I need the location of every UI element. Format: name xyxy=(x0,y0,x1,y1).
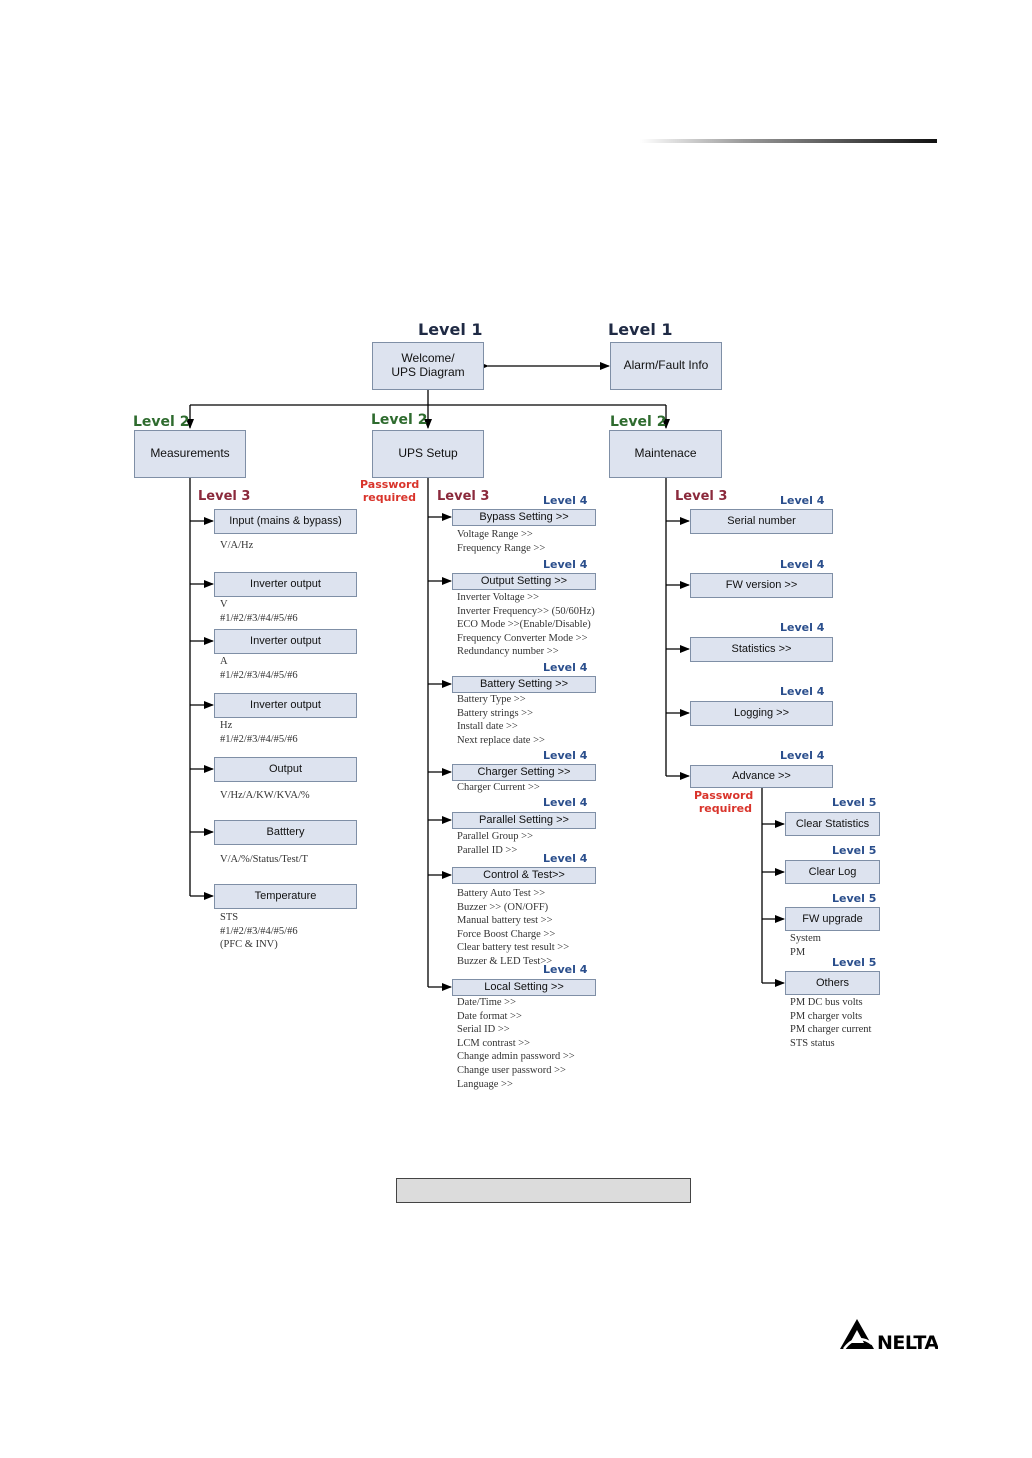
level-label: Level 2 xyxy=(371,412,428,428)
measurement-notes: V/Hz/A/KW/KVA/% xyxy=(220,790,310,801)
welcome-ups-diagram-box[interactable]: Welcome/ UPS Diagram xyxy=(372,342,484,390)
setup-notes: Parallel Group >>Parallel ID >> xyxy=(457,831,533,856)
setup-item-box[interactable]: Local Setting >> xyxy=(452,979,596,996)
setup-item-box[interactable]: Control & Test>> xyxy=(452,867,596,884)
alarm-fault-info-box[interactable]: Alarm/Fault Info xyxy=(610,342,722,390)
setup-item-box[interactable]: Battery Setting >> xyxy=(452,676,596,693)
level-label: Level 2 xyxy=(610,414,667,430)
figure-caption-box xyxy=(396,1178,691,1203)
setup-notes: Charger Current >> xyxy=(457,782,540,793)
measurements-box[interactable]: Measurements xyxy=(134,430,246,478)
advance-item-box[interactable]: Others xyxy=(785,971,880,995)
maintenance-box[interactable]: Maintenace xyxy=(609,430,722,478)
level-label: Level 4 xyxy=(780,621,825,634)
setup-item-box[interactable]: Bypass Setting >> xyxy=(452,509,596,526)
level-label: Level 4 xyxy=(780,558,825,571)
measurement-item-box[interactable]: Output xyxy=(214,757,357,782)
measurement-notes: V#1/#2/#3/#4/#5/#6 xyxy=(220,599,298,624)
ups-setup-box[interactable]: UPS Setup xyxy=(372,430,484,478)
password-required-note: Password required xyxy=(694,789,754,815)
level-label: Level 4 xyxy=(780,749,825,762)
level-label: Level 4 xyxy=(543,749,588,762)
delta-triangle-icon xyxy=(840,1319,874,1349)
setup-notes: Battery Auto Test >>Buzzer >> (ON/OFF)Ma… xyxy=(457,888,570,967)
level-label: Level 4 xyxy=(543,661,588,674)
delta-brand-text: NELTA xyxy=(877,1332,938,1352)
level-label: Level 4 xyxy=(543,963,588,976)
measurement-item-box[interactable]: Input (mains & bypass) xyxy=(214,509,357,534)
maintenance-item-box[interactable]: Serial number xyxy=(690,509,833,534)
measurement-item-box[interactable]: Inverter output xyxy=(214,629,357,654)
level-label: Level 5 xyxy=(832,956,877,969)
level-label: Level 3 xyxy=(198,489,251,504)
measurement-item-box[interactable]: Temperature xyxy=(214,884,357,909)
delta-logo: NELTA xyxy=(840,1319,938,1352)
maintenance-item-box[interactable]: Logging >> xyxy=(690,701,833,726)
measurement-notes: Hz#1/#2/#3/#4/#5/#6 xyxy=(220,720,298,745)
level-label: Level 5 xyxy=(832,796,877,809)
measurement-notes: STS#1/#2/#3/#4/#5/#6(PFC & INV) xyxy=(220,912,298,951)
advance-item-box[interactable]: FW upgrade xyxy=(785,907,880,931)
header-rule xyxy=(640,139,937,143)
level-label: Level 2 xyxy=(133,414,190,430)
setup-item-box[interactable]: Output Setting >> xyxy=(452,573,596,590)
level-label: Level 1 xyxy=(418,320,483,339)
maintenance-item-box[interactable]: FW version >> xyxy=(690,573,833,598)
measurement-notes: V/A/Hz xyxy=(220,540,254,551)
advance-box[interactable]: Advance >> xyxy=(690,765,833,788)
setup-item-box[interactable]: Parallel Setting >> xyxy=(452,812,596,829)
measurement-item-box[interactable]: Inverter output xyxy=(214,572,357,597)
setup-notes: Voltage Range >>Frequency Range >> xyxy=(457,529,546,554)
level-label: Level 4 xyxy=(543,796,588,809)
maintenance-item-box[interactable]: Statistics >> xyxy=(690,637,833,662)
level-label: Level 5 xyxy=(832,844,877,857)
password-required-note: Password required xyxy=(360,478,420,504)
setup-notes: Inverter Voltage >>Inverter Frequency>> … xyxy=(457,592,595,658)
setup-notes: Date/Time >>Date format >>Serial ID >>LC… xyxy=(457,997,575,1090)
measurement-notes: V/A/%/Status/Test/T xyxy=(220,854,308,865)
level-label: Level 4 xyxy=(543,494,588,507)
level-label: Level 4 xyxy=(543,852,588,865)
measurement-item-box[interactable]: Inverter output xyxy=(214,693,357,718)
level-label: Level 4 xyxy=(780,685,825,698)
level-label: Level 1 xyxy=(608,320,673,339)
delta-swoosh-icon xyxy=(842,1337,873,1350)
advance-item-box[interactable]: Clear Statistics xyxy=(785,812,880,836)
setup-notes: Battery Type >>Battery strings >>Install… xyxy=(457,694,545,746)
level-label: Level 5 xyxy=(832,892,877,905)
level-label: Level 3 xyxy=(437,489,490,504)
level-label: Level 4 xyxy=(780,494,825,507)
level-label: Level 4 xyxy=(543,558,588,571)
level-label: Level 3 xyxy=(675,489,728,504)
setup-item-box[interactable]: Charger Setting >> xyxy=(452,764,596,781)
measurement-item-box[interactable]: Batttery xyxy=(214,820,357,845)
measurement-notes: A#1/#2/#3/#4/#5/#6 xyxy=(220,656,298,681)
advance-item-box[interactable]: Clear Log xyxy=(785,860,880,884)
